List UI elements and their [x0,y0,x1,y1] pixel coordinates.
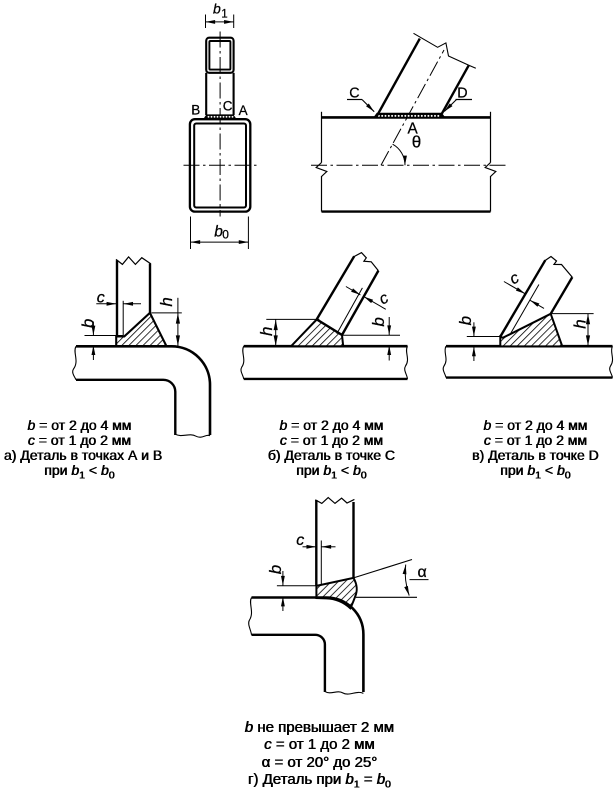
svg-text:c: c [296,532,304,549]
svg-text:A: A [239,103,248,118]
svg-text:b: b [78,319,97,328]
svg-text:h: h [157,297,176,306]
svg-text:c: c [507,270,522,289]
svg-text:b: b [214,224,223,241]
svg-text:α: α [418,564,427,581]
svg-text:c: c [97,290,105,307]
svg-text:A: A [408,121,419,138]
svg-text:θ: θ [412,132,421,151]
svg-text:h: h [257,326,276,335]
svg-text:C: C [349,85,359,101]
svg-text:h: h [570,319,589,328]
svg-text:C: C [223,99,233,114]
svg-text:b: b [456,316,475,325]
svg-text:b: b [369,317,388,326]
svg-text:D: D [457,85,467,101]
svg-text:b: b [213,1,221,17]
svg-text:0: 0 [222,228,229,242]
svg-text:B: B [191,103,200,118]
svg-text:1: 1 [221,8,227,20]
svg-text:b: b [266,565,285,574]
